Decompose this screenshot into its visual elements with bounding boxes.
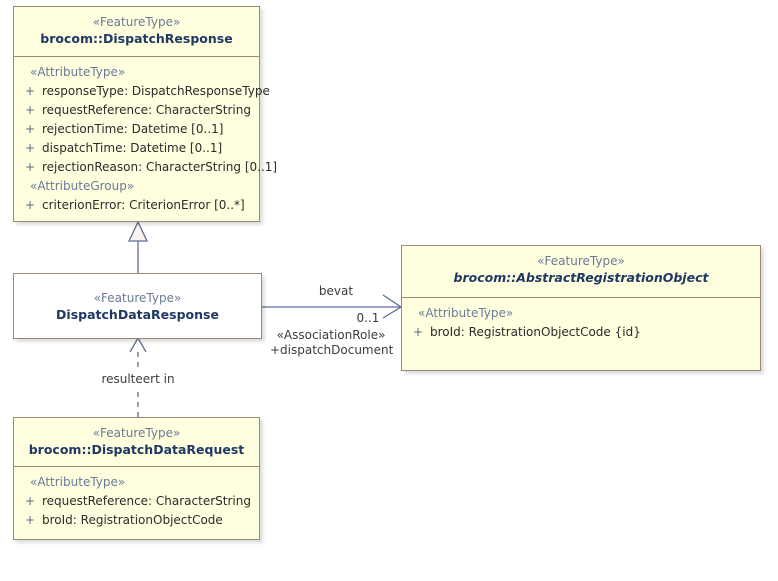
- attribute-text: broId: RegistrationObjectCode {id}: [430, 325, 641, 339]
- class-name: DispatchDataResponse: [56, 306, 219, 322]
- attribute-text: requestReference: CharacterString: [42, 494, 251, 508]
- attribute-row[interactable]: + requestReference: CharacterString: [20, 492, 253, 511]
- attribute-row[interactable]: + responseType: DispatchResponseType: [20, 82, 270, 101]
- attribute-group-label: «AttributeType»: [30, 65, 126, 79]
- class-name: brocom::DispatchResponse: [40, 31, 233, 46]
- attribute-row[interactable]: + requestReference: CharacterString: [20, 101, 253, 120]
- class-stereotype: «FeatureType»: [93, 290, 182, 305]
- class-compartment-attributes: «AttributeType» + responseType: Dispatch…: [14, 57, 277, 223]
- class-header-dispatch-data-request: «FeatureType» brocom::DispatchDataReques…: [14, 418, 259, 467]
- class-header-dispatch-data-response: «FeatureType» DispatchDataResponse: [14, 274, 261, 338]
- class-header-abstract-registration-object: «FeatureType» brocom::AbstractRegistrati…: [402, 246, 760, 298]
- class-box-dispatch-data-request[interactable]: «FeatureType» brocom::DispatchDataReques…: [13, 417, 260, 540]
- attribute-row[interactable]: + rejectionTime: Datetime [0..1]: [20, 120, 253, 139]
- attribute-group-label: «AttributeType»: [418, 306, 514, 320]
- attribute-text: responseType: DispatchResponseType: [42, 84, 270, 98]
- attribute-row[interactable]: + rejectionReason: CharacterString [0..1…: [20, 158, 277, 177]
- attribute-visibility: +: [25, 198, 36, 212]
- class-box-abstract-registration-object[interactable]: «FeatureType» brocom::AbstractRegistrati…: [401, 245, 761, 371]
- class-name: brocom::DispatchDataRequest: [28, 442, 245, 457]
- attribute-row[interactable]: + dispatchTime: Datetime [0..1]: [20, 139, 253, 158]
- association-role-name-label: +dispatchDocument: [270, 343, 394, 357]
- class-stereotype: «FeatureType»: [92, 15, 181, 29]
- attribute-text: dispatchTime: Datetime [0..1]: [42, 141, 223, 155]
- class-box-dispatch-response[interactable]: «FeatureType» brocom::DispatchResponse «…: [13, 6, 277, 223]
- attribute-visibility: +: [413, 325, 424, 339]
- class-compartment-attributes: «AttributeType» + requestReference: Char…: [14, 467, 259, 538]
- attribute-visibility: +: [25, 141, 36, 155]
- association-name-label: bevat: [318, 284, 354, 298]
- attribute-text: criterionError: CriterionError [0..*]: [42, 198, 245, 212]
- attribute-text: rejectionTime: Datetime [0..1]: [42, 122, 224, 136]
- class-header-dispatch-response: «FeatureType» brocom::DispatchResponse: [14, 7, 259, 57]
- attribute-group-label: «AttributeType»: [30, 475, 126, 489]
- association-multiplicity-label: 0..1: [356, 311, 380, 325]
- generalization-edge-to-dispatch-response: [127, 220, 149, 273]
- attribute-visibility: +: [25, 84, 36, 98]
- class-stereotype: «FeatureType»: [92, 426, 181, 440]
- association-role-stereotype-label: «AssociationRole»: [276, 328, 386, 342]
- attribute-text: rejectionReason: CharacterString [0..1]: [42, 160, 278, 174]
- attribute-row[interactable]: + criterionError: CriterionError [0..*]: [20, 196, 253, 215]
- attribute-text: requestReference: CharacterString: [42, 103, 251, 117]
- attribute-text: broId: RegistrationObjectCode: [42, 513, 223, 527]
- class-box-dispatch-data-response[interactable]: «FeatureType» DispatchDataResponse: [13, 273, 262, 339]
- dependency-label-resulteert-in: resulteert in: [88, 372, 188, 387]
- class-stereotype: «FeatureType»: [537, 254, 625, 268]
- attribute-visibility: +: [25, 122, 36, 136]
- class-name: brocom::AbstractRegistrationObject: [453, 270, 709, 285]
- attribute-visibility: +: [25, 103, 36, 117]
- attribute-row[interactable]: + broId: RegistrationObjectCode: [20, 511, 253, 530]
- attribute-visibility: +: [25, 513, 36, 527]
- attribute-visibility: +: [25, 160, 36, 174]
- class-compartment-attributes: «AttributeType» + broId: RegistrationObj…: [402, 298, 760, 350]
- attribute-row[interactable]: + broId: RegistrationObjectCode {id}: [408, 323, 754, 342]
- attribute-visibility: +: [25, 494, 36, 508]
- attribute-group-label: «AttributeGroup»: [30, 179, 135, 193]
